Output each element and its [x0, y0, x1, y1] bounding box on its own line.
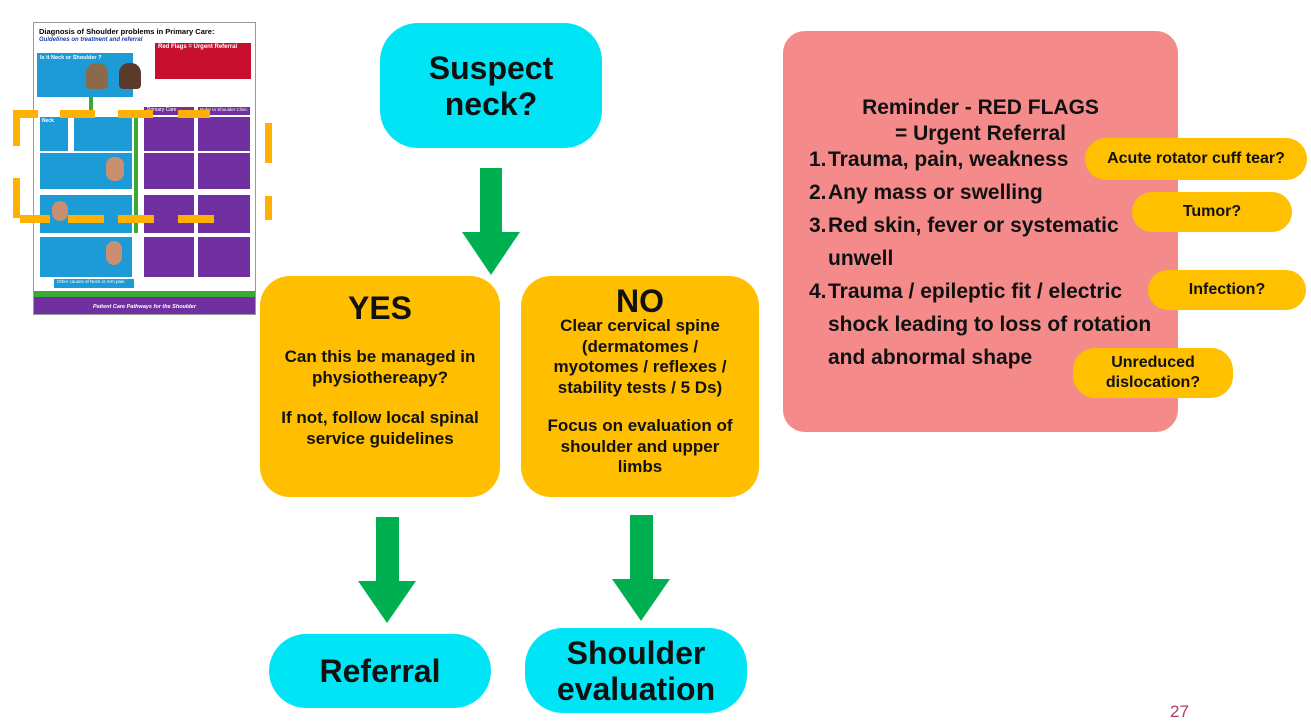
shoulder-evaluation-label: Shoulder evaluation [556, 634, 716, 707]
thumbnail-row-3-p [144, 195, 194, 233]
red-flag-2-num: 2. [809, 181, 827, 204]
tag-tumor: Tumor? [1132, 192, 1292, 232]
guideline-thumbnail: Diagnosis of Shoulder problems in Primar… [33, 22, 256, 315]
red-flag-4-text-l2: shock leading to loss of rotation [828, 313, 1152, 336]
thumbnail-col-primary [144, 107, 194, 115]
thumbnail-footer-link: Other causes of Neck or Arm pain [57, 279, 125, 284]
red-flag-1-text: Trauma, pain, weakness [828, 148, 1069, 171]
highlight-dash-bottom-4 [178, 215, 214, 223]
red-flag-1-num: 1. [809, 148, 827, 171]
arrow-no-to-shoulder [612, 515, 670, 621]
thumbnail-row-3-figure [52, 201, 68, 221]
highlight-dash-top-3 [118, 110, 153, 118]
thumbnail-row-2-figure [106, 157, 124, 181]
thumbnail-row-4-figure [106, 241, 122, 265]
thumbnail-footer-bar [34, 297, 255, 314]
thumbnail-col-refer [198, 107, 250, 115]
highlight-dash-top-2 [60, 110, 95, 118]
thumbnail-row-1-r [198, 117, 250, 151]
yes-note: If not, follow local spinal service guid… [281, 408, 479, 448]
highlight-dash-left-top [13, 110, 20, 146]
arrow-yes-to-referral [358, 517, 416, 623]
thumbnail-row-1-left [40, 117, 68, 151]
thumbnail-green-arrows-2 [134, 113, 138, 233]
thumbnail-footer-caption: Patient Care Pathways for the Shoulder [93, 304, 196, 310]
no-text-focus: Focus on evaluation of shoulder and uppe… [547, 416, 733, 476]
thumbnail-question-band [37, 53, 133, 97]
thumbnail-row-neck-label: Neck [42, 118, 54, 124]
no-node: NO Clear cervical spine (dermatomes / my… [521, 276, 759, 497]
suspect-neck-node: Suspect neck? [380, 23, 602, 148]
highlight-dash-bottom-2 [68, 215, 104, 223]
thumbnail-row-2-p [144, 153, 194, 189]
page-number: 27 [1170, 702, 1189, 721]
red-flag-4-text-l1: Trauma / epileptic fit / electric [828, 280, 1123, 303]
tag-acute-rotator-cuff-tear: Acute rotator cuff tear? [1085, 138, 1307, 180]
red-flags-title: Reminder - RED FLAGS = Urgent Referral [783, 95, 1178, 147]
tag-unreduced-dislocation: Unreduced dislocation? [1073, 348, 1233, 398]
highlight-dash-top-1 [20, 110, 38, 118]
highlight-dash-right-top [265, 123, 272, 163]
thumbnail-row-1-p [144, 117, 194, 151]
shoulder-evaluation-node: Shoulder evaluation [525, 628, 747, 713]
highlight-dash-top-4 [178, 110, 210, 118]
thumbnail-row-2-r [198, 153, 250, 189]
yes-heading: YES [347, 290, 413, 326]
thumbnail-red-flags-block [155, 43, 251, 79]
highlight-dash-bottom-1 [20, 215, 50, 223]
red-flag-4-num: 4. [809, 280, 827, 303]
red-flag-3-num: 3. [809, 214, 827, 237]
thumbnail-red-flags-heading: Red Flags = Urgent Referral [158, 44, 238, 50]
thumbnail-row-4-r [198, 237, 250, 277]
no-heading: NO [616, 283, 664, 319]
suspect-neck-label: Suspect neck? [428, 49, 554, 122]
red-flags-title-line1: Reminder - RED FLAGS [862, 96, 1099, 119]
highlight-dash-right-bottom [265, 196, 272, 220]
referral-label: Referral [319, 652, 441, 689]
red-flag-3-text-l1: Red skin, fever or systematic [828, 214, 1119, 237]
highlight-dash-left-bottom [13, 178, 20, 218]
red-flag-2-text: Any mass or swelling [828, 181, 1043, 204]
thumbnail-green-arrows [89, 97, 93, 117]
highlight-dash-bottom-3 [118, 215, 154, 223]
thumbnail-row-1-mid [74, 117, 132, 151]
thumbnail-title: Diagnosis of Shoulder problems in Primar… [39, 27, 215, 36]
red-flags-title-line2: = Urgent Referral [895, 122, 1066, 145]
red-flag-3-text-l2: unwell [828, 247, 894, 270]
referral-node: Referral [269, 634, 491, 708]
thumbnail-subtitle: Guidelines on treatment and referral [39, 37, 143, 43]
arrow-down-to-branches [462, 168, 520, 275]
thumbnail-row-4-p [144, 237, 194, 277]
thumbnail-footer-link-box [54, 279, 134, 288]
no-text-clear-spine: Clear cervical spine (dermatomes / myoto… [553, 316, 727, 397]
thumbnail-col-refer-label: Refer to Shoulder Clinic [200, 107, 248, 112]
thumbnail-figure-1 [86, 63, 108, 89]
yes-question: Can this be managed in physiothereapy? [284, 347, 476, 387]
yes-node: YES Can this be managed in physiothereap… [260, 276, 500, 497]
thumbnail-green-bar [34, 291, 255, 297]
red-flag-4-text-l3: and abnormal shape [828, 346, 1033, 369]
thumbnail-figure-2 [119, 63, 141, 89]
thumbnail-col-primary-label: Primary Care [147, 107, 177, 113]
thumbnail-row-3-r [198, 195, 250, 233]
thumbnail-question: Is it Neck or Shoulder ? [40, 55, 102, 61]
tag-infection: Infection? [1148, 270, 1306, 310]
